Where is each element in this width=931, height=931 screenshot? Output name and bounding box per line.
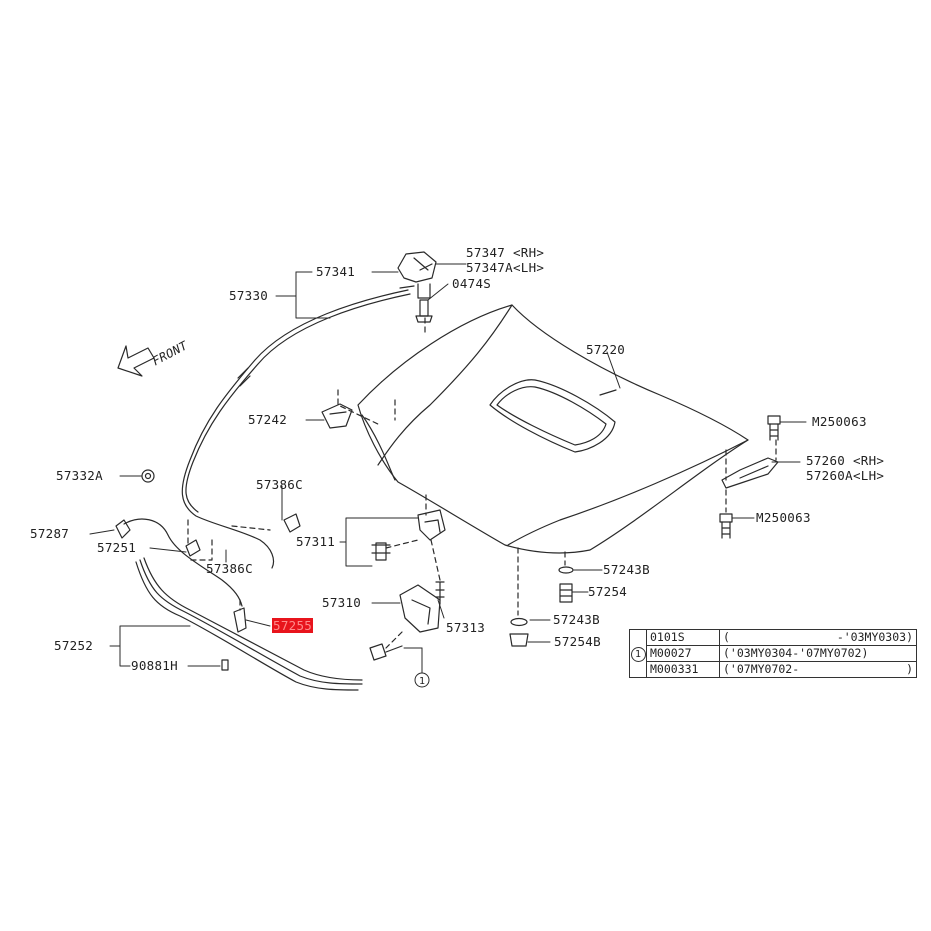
leader-lines bbox=[89, 263, 807, 675]
part-label-57313[interactable]: 57313 bbox=[446, 620, 486, 635]
hood-side-bracket bbox=[719, 415, 781, 539]
part-label-57310[interactable]: 57310 bbox=[322, 595, 362, 610]
applicability-legend: 1 0101S (-'03MY0303) M00027 ('03MY0304-'… bbox=[629, 629, 917, 678]
part-label-57254b[interactable]: 57254B bbox=[554, 634, 601, 649]
hood-hinge-top bbox=[397, 251, 437, 323]
part-label-57332a[interactable]: 57332A bbox=[56, 468, 103, 483]
hood-clip bbox=[321, 403, 353, 429]
hood-seal bbox=[135, 557, 363, 691]
part-label-57242[interactable]: 57242 bbox=[248, 412, 288, 427]
assembly-lines bbox=[187, 317, 777, 649]
part-label-0474s[interactable]: 0474S bbox=[452, 276, 492, 291]
callout-circle bbox=[414, 672, 430, 688]
part-label-57347[interactable]: 57347 <RH> bbox=[466, 245, 545, 260]
part-label-57254[interactable]: 57254 bbox=[588, 584, 628, 599]
hood-bumpers bbox=[509, 566, 574, 647]
part-label-57243b-upper[interactable]: 57243B bbox=[603, 562, 650, 577]
part-label-57287[interactable]: 57287 bbox=[30, 526, 70, 541]
release-cable bbox=[181, 285, 415, 569]
part-label-57386c-upper[interactable]: 57386C bbox=[256, 477, 303, 492]
legend-row: M00027 ('03MY0304-'07MY0702) bbox=[630, 645, 917, 662]
legend-code: M000331 bbox=[646, 661, 720, 678]
legend-code: 0101S bbox=[646, 629, 720, 646]
legend-marker: 1 bbox=[629, 629, 647, 678]
highlighted-part-number[interactable]: 57255 bbox=[272, 618, 314, 633]
legend-row: M000331 ('07MY0702-) bbox=[630, 661, 917, 678]
part-label-90881h[interactable]: 90881H bbox=[131, 658, 178, 673]
part-label-57255[interactable]: 57255 bbox=[272, 618, 314, 633]
part-label-57330[interactable]: 57330 bbox=[229, 288, 269, 303]
part-label-m250063-top[interactable]: M250063 bbox=[812, 414, 867, 429]
callout-number: 1 bbox=[419, 676, 425, 687]
front-arrow bbox=[117, 345, 155, 377]
hood-panel bbox=[357, 304, 749, 554]
part-label-57251[interactable]: 57251 bbox=[97, 540, 137, 555]
part-label-57260a[interactable]: 57260A<LH> bbox=[806, 468, 885, 483]
legend-code: M00027 bbox=[646, 645, 720, 662]
part-label-57386c-lower[interactable]: 57386C bbox=[206, 561, 253, 576]
part-label-57341[interactable]: 57341 bbox=[316, 264, 356, 279]
legend-range: ('03MY0304-'07MY0702) bbox=[719, 645, 917, 662]
part-label-57220[interactable]: 57220 bbox=[586, 342, 626, 357]
part-label-57311[interactable]: 57311 bbox=[296, 534, 336, 549]
part-label-57347a[interactable]: 57347A<LH> bbox=[466, 260, 545, 275]
part-label-57252[interactable]: 57252 bbox=[54, 638, 94, 653]
legend-row: 1 0101S (-'03MY0303) bbox=[629, 629, 917, 678]
legend-range: (-'03MY0303) bbox=[719, 629, 917, 646]
legend-range: ('07MY0702-) bbox=[719, 661, 917, 678]
hood-latch-assembly bbox=[369, 509, 446, 661]
part-label-57243b-lower[interactable]: 57243B bbox=[553, 612, 600, 627]
part-label-m250063-bottom[interactable]: M250063 bbox=[756, 510, 811, 525]
part-label-57260[interactable]: 57260 <RH> bbox=[806, 453, 885, 468]
